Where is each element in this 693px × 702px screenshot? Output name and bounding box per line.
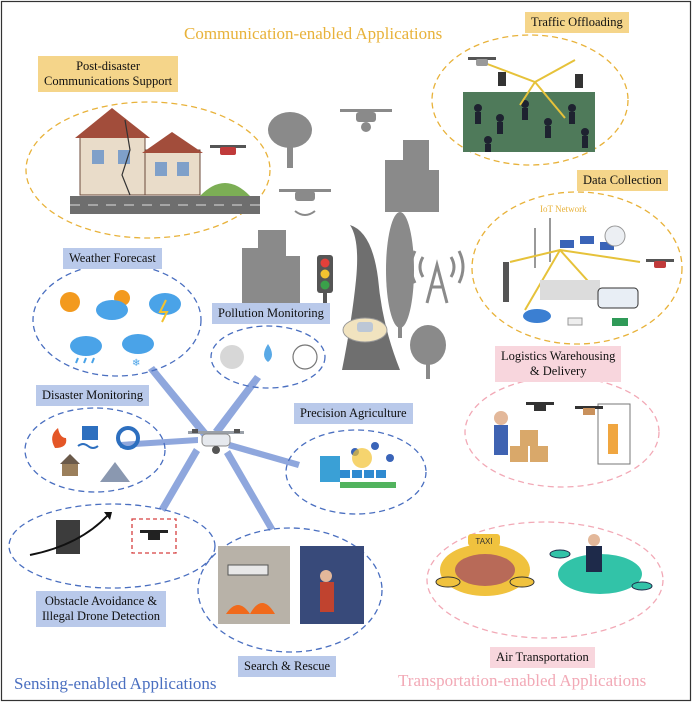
- drone-icon: [210, 145, 246, 155]
- post-disaster-line2: Communications Support: [44, 74, 173, 88]
- drone-icon: [646, 259, 674, 268]
- obstacle-illustration: [29, 512, 177, 556]
- traffic-light-icon: [317, 255, 333, 309]
- sun-icon: [60, 292, 80, 312]
- logistics-line1: Logistics Warehousing: [501, 349, 616, 363]
- obstacle-ellipse: [8, 503, 216, 589]
- spokes: [120, 366, 300, 531]
- search-rescue-ellipse: [197, 527, 383, 653]
- air-bike-illustration: [549, 534, 653, 594]
- disaster-icons: [52, 426, 140, 482]
- central-drone-icon: [188, 429, 244, 454]
- logistics-label: Logistics Warehousing & Delivery: [495, 346, 622, 382]
- central-city-illustration: [242, 109, 465, 379]
- rain-cloud-icon: [70, 336, 102, 364]
- iot-network-label: IoT Network: [540, 204, 587, 214]
- obstacle-avoidance-label: Obstacle Avoidance & Illegal Drone Detec…: [36, 591, 167, 627]
- pollution-monitoring-label: Pollution Monitoring: [212, 303, 330, 324]
- svg-text:❄: ❄: [132, 358, 140, 369]
- taxi-sign-text: TAXI: [475, 537, 492, 546]
- sensing-section-title: Sensing-enabled Applications: [14, 674, 217, 693]
- transportation-section-title: Transportation-enabled Applications: [398, 671, 647, 690]
- water-drop-icon: [264, 344, 272, 362]
- hurricane-icon: [116, 426, 140, 450]
- landslide-icon: [100, 462, 130, 482]
- obstacle-line2: Illegal Drone Detection: [42, 609, 161, 623]
- house-illustration: [70, 108, 260, 214]
- logistics-illustration: [494, 402, 631, 465]
- cypress-tree-icon: [386, 212, 414, 338]
- communication-section-title: Communication-enabled Applications: [184, 24, 443, 43]
- drone-gray-icon: [279, 189, 331, 216]
- disaster-monitoring-label: Disaster Monitoring: [36, 385, 150, 406]
- precision-agriculture-label: Precision Agriculture: [294, 403, 413, 424]
- weather-forecast-label: Weather Forecast: [63, 248, 162, 269]
- cell-tower-icon: [409, 250, 465, 304]
- cloud-sun-icon: [96, 290, 130, 320]
- air-taxi-illustration: TAXI: [435, 534, 535, 596]
- pollution-ellipse: [210, 325, 326, 389]
- weather-icons: ❄: [60, 290, 181, 369]
- post-disaster-ellipse: [25, 101, 271, 239]
- pollution-icons: [220, 344, 318, 370]
- data-collection-label: Data Collection: [577, 170, 668, 191]
- traffic-offloading-ellipse: [431, 34, 629, 166]
- post-disaster-label: Post-disaster Communications Support: [38, 56, 179, 92]
- snow-cloud-icon: ❄: [122, 334, 154, 369]
- flood-icon: [77, 426, 99, 449]
- crowd-illustration: [463, 59, 595, 152]
- post-disaster-line1: Post-disaster: [76, 59, 140, 73]
- drone-icon: [140, 530, 168, 540]
- air-transport-ellipse: [426, 521, 664, 639]
- search-rescue-illustration: [218, 546, 364, 624]
- storm-cloud-icon: [149, 293, 181, 323]
- particle-icon: [220, 345, 244, 369]
- agriculture-ellipse: [285, 429, 427, 515]
- data-collection-ellipse: [471, 191, 683, 345]
- tree-icon: [268, 112, 312, 168]
- drone-gray-icon: [340, 109, 392, 132]
- building-icon: [242, 230, 300, 304]
- logistics-line2: & Delivery: [529, 364, 587, 378]
- air-transportation-label: Air Transportation: [490, 647, 595, 668]
- iot-illustration: [503, 218, 641, 326]
- tree-icon: [410, 325, 446, 379]
- traffic-offloading-label: Traffic Offloading: [525, 12, 629, 33]
- fire-icon: [52, 428, 67, 448]
- disaster-ellipse: [24, 407, 166, 493]
- building-icon: [385, 140, 439, 212]
- earthquake-icon: [60, 454, 80, 476]
- search-rescue-label: Search & Rescue: [238, 656, 337, 677]
- car-icon: [342, 317, 388, 343]
- drone-icon: [468, 57, 496, 66]
- agriculture-illustration: [320, 442, 396, 488]
- plant-icon: [292, 344, 318, 370]
- obstacle-line1: Obstacle Avoidance &: [44, 594, 158, 608]
- weather-ellipse: [32, 263, 202, 377]
